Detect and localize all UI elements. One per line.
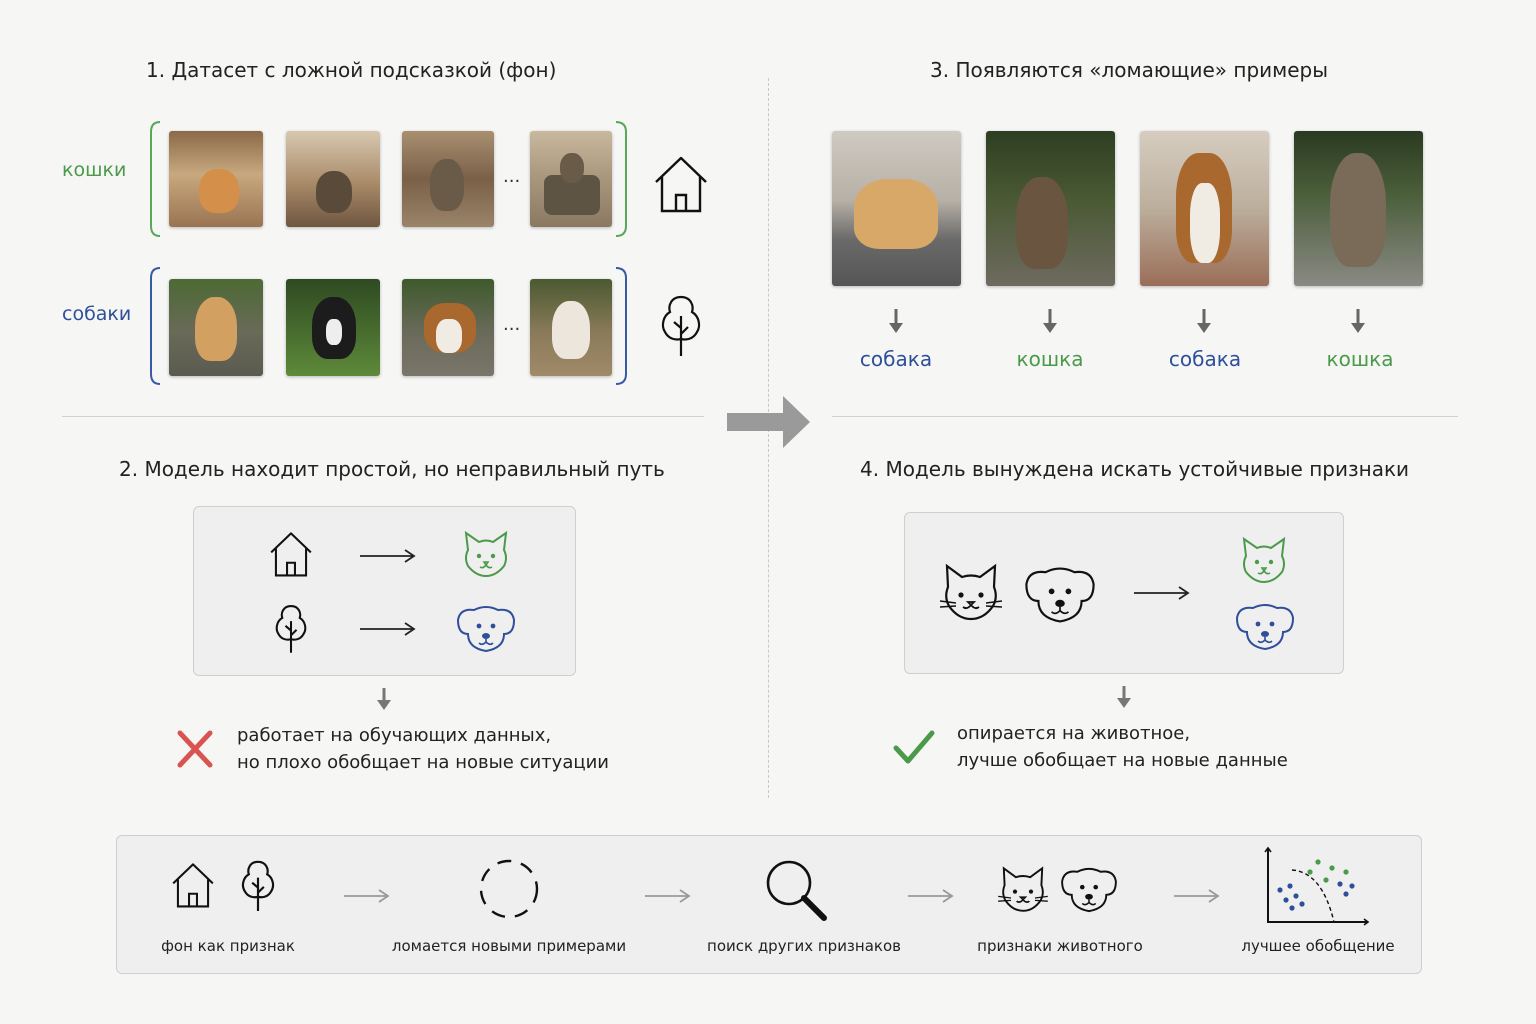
section3-title: 3. Появляются «ломающие» примеры xyxy=(930,58,1329,82)
prediction-label: кошка xyxy=(1326,347,1394,371)
dog-face-icon xyxy=(1061,867,1117,913)
pipeline-step-label: ломается новыми примерами xyxy=(391,937,627,955)
pipeline-step-label: поиск других признаков xyxy=(707,937,901,955)
cat-face-icon xyxy=(464,530,508,578)
cats-row-label: кошки xyxy=(62,159,127,181)
dog-face-icon xyxy=(1235,604,1295,651)
right-arrow-icon xyxy=(908,889,954,903)
dog-photo-indoor-sofa xyxy=(832,131,961,286)
dogs-row-label: собаки xyxy=(62,303,132,325)
shortcut-model-box xyxy=(193,506,576,676)
pipeline-panel xyxy=(116,835,1422,974)
cat-photo-indoor-2 xyxy=(286,131,380,227)
cat-photo-outdoor-road xyxy=(1294,131,1423,286)
left-horizontal-divider xyxy=(62,416,704,417)
down-arrow-icon xyxy=(1197,309,1211,333)
progress-arrow-icon xyxy=(727,396,810,448)
tree-icon xyxy=(241,860,275,911)
tree-icon xyxy=(661,295,701,356)
magnifier-icon xyxy=(766,860,827,921)
prediction-label: собака xyxy=(859,347,933,371)
right-arrow-icon xyxy=(645,889,691,903)
down-arrow-icon xyxy=(1043,309,1057,333)
prediction-label: собака xyxy=(1168,347,1242,371)
dog-photo-outdoor-4 xyxy=(530,279,612,376)
down-arrow-icon xyxy=(377,688,391,710)
dog-photo-outdoor-2 xyxy=(286,279,380,376)
down-arrow-icon xyxy=(1117,686,1131,708)
checkmark-icon xyxy=(893,730,935,764)
cat-face-icon xyxy=(998,866,1048,912)
dog-face-icon xyxy=(456,606,516,653)
dogs-bracket xyxy=(150,267,627,385)
right-arrow-icon xyxy=(360,622,416,636)
shortcut-note-line1: работает на обучающих данных, xyxy=(237,725,552,746)
cross-icon xyxy=(177,730,213,768)
dogs-ellipsis: ... xyxy=(503,314,521,335)
right-arrow-icon xyxy=(360,549,416,563)
cat-face-icon xyxy=(939,563,1003,621)
section2-title: 2. Модель находит простой, но неправильн… xyxy=(119,457,665,481)
center-vertical-divider xyxy=(768,78,769,798)
down-arrow-icon xyxy=(889,309,903,333)
house-icon xyxy=(655,156,707,213)
cat-photo-indoor-3 xyxy=(402,131,494,227)
down-arrow-icon xyxy=(1351,309,1365,333)
cat-photo-indoor-1 xyxy=(169,131,263,227)
right-arrow-icon xyxy=(1134,586,1190,600)
house-icon xyxy=(172,863,214,908)
right-arrow-icon xyxy=(1174,889,1220,903)
dog-photo-outdoor-1 xyxy=(169,279,263,376)
right-horizontal-divider xyxy=(832,416,1458,417)
pipeline-step-label: фон как признак xyxy=(161,937,295,955)
right-arrow-icon xyxy=(344,889,390,903)
pipeline-step-label: лучшее обобщение xyxy=(1241,937,1395,955)
dashed-circle-icon xyxy=(479,859,539,919)
dog-photo-indoor-rug xyxy=(1140,131,1269,286)
section4-title: 4. Модель вынуждена искать устойчивые пр… xyxy=(860,457,1410,481)
pipeline-step-label: признаки животного xyxy=(977,937,1143,955)
section1-title: 1. Датасет с ложной подсказкой (фон) xyxy=(146,58,557,82)
cats-bracket xyxy=(150,121,627,237)
cats-ellipsis: ... xyxy=(503,166,521,187)
dog-face-icon xyxy=(1025,567,1095,623)
tree-icon xyxy=(275,605,307,653)
scatter-plot-icon xyxy=(1264,846,1370,926)
robust-note-line1: опирается на животное, xyxy=(957,723,1191,744)
robust-note-line2: лучше обобщает на новые данные xyxy=(957,750,1288,771)
cat-face-icon xyxy=(1242,536,1286,584)
house-icon xyxy=(270,532,312,577)
cat-photo-indoor-4 xyxy=(530,131,612,227)
prediction-label: кошка xyxy=(1016,347,1084,371)
dog-photo-outdoor-3 xyxy=(402,279,494,376)
shortcut-note-line2: но плохо обобщает на новые ситуации xyxy=(237,752,609,773)
cat-photo-outdoor-path xyxy=(986,131,1115,286)
